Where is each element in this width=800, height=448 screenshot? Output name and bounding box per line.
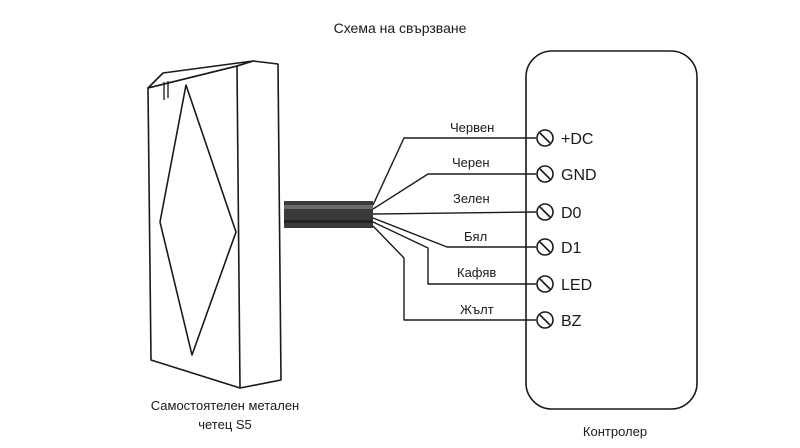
terminal-screw-d0: [536, 203, 554, 221]
wire-brown: [372, 221, 536, 285]
reader-device: [147, 60, 282, 389]
terminal-label-d1: D1: [561, 240, 582, 257]
terminal-label-bz: BZ: [561, 313, 582, 330]
controller-box: [525, 50, 698, 410]
wire-label-white: Бял: [464, 229, 487, 244]
diagram-title: Схема на свързване: [333, 20, 467, 36]
terminal-label-gnd: GND: [561, 167, 597, 184]
terminals: [536, 129, 554, 329]
wire-label-brown: Кафяв: [457, 265, 496, 280]
controller-caption: Контролер: [582, 424, 648, 439]
terminal-label-led: LED: [561, 277, 592, 294]
reader-caption: Самостоятелен метален четец S5: [120, 396, 330, 434]
reader-caption-line2: четец S5: [198, 417, 252, 432]
wire-label-yellow: Жълт: [460, 302, 494, 317]
wire-white: [372, 217, 536, 248]
wire-label-red: Червен: [450, 120, 494, 135]
wire-label-green: Зелен: [453, 191, 490, 206]
terminal-screw-gnd: [536, 165, 554, 183]
terminal-screw-d1: [536, 238, 554, 256]
wire-labels: Червен Черен Зелен Бял Кафяв Жълт: [450, 120, 496, 317]
terminal-labels: +DC GND D0 D1 LED BZ: [561, 131, 597, 330]
reader-caption-line1: Самостоятелен метален: [150, 398, 300, 413]
wire-green: [372, 211, 537, 215]
wires: [372, 137, 537, 321]
reader-diamond-emblem: [159, 84, 237, 356]
reader-notch: [163, 81, 169, 100]
wire-red: [372, 137, 536, 206]
reader-side-face: [236, 60, 282, 389]
terminal-screw-led: [536, 275, 554, 293]
terminal-screw-bz: [536, 311, 554, 329]
wire-label-black: Черен: [452, 155, 490, 170]
wire-yellow: [372, 225, 536, 321]
terminal-label-d0: D0: [561, 205, 582, 222]
cable: [284, 201, 373, 228]
terminal-screw-dc: [536, 129, 554, 147]
terminal-label-dc: +DC: [561, 131, 593, 148]
wire-black: [372, 173, 536, 210]
